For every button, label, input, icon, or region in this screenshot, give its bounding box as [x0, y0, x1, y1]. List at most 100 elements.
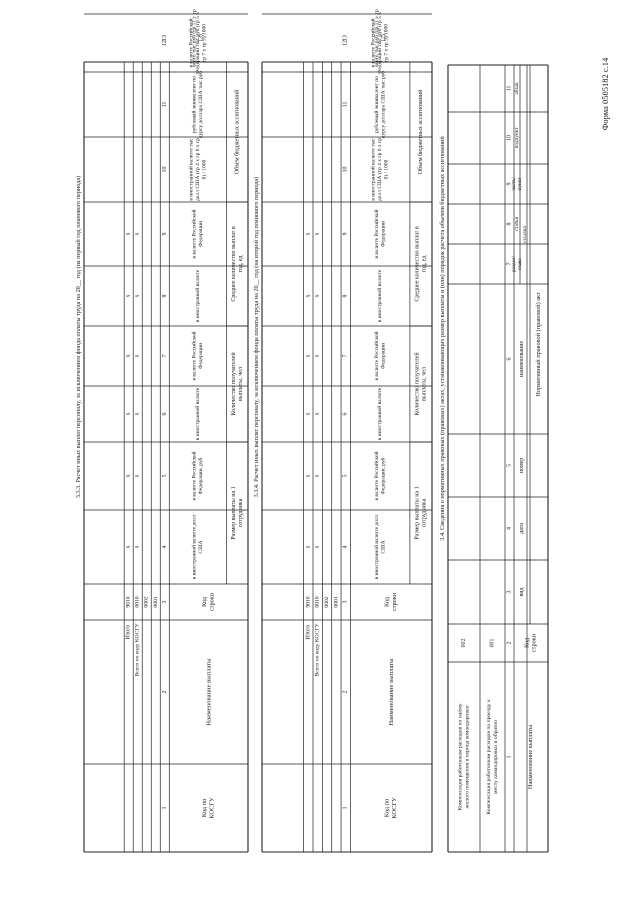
total-label: Итого	[126, 625, 132, 640]
column-number: 8	[507, 223, 513, 226]
column-number: 12	[162, 40, 168, 46]
col-name: Наименование выплаты	[527, 724, 534, 789]
table-34: 3.4. Сведения о нормативных правовых (пр…	[439, 64, 549, 853]
column-number: 10	[507, 135, 513, 141]
column-number: 6	[343, 413, 349, 416]
na-mark: x	[135, 355, 141, 358]
total-kosgu-label: Всего по коду КОСГУ	[135, 623, 141, 676]
column-number: 6	[507, 358, 513, 361]
subcol-c7: в валюте РоссийскойФедерации	[373, 331, 386, 380]
subcol-c13: всего тыс руб (гр 11 + гр12)	[373, 9, 386, 67]
grp-count: Количество получателейвыплаты, чел	[414, 352, 428, 416]
column-number: 2	[343, 691, 349, 694]
total-kosgu-code: 0010	[135, 596, 141, 607]
subcol-nomer: номер	[519, 458, 525, 474]
subcol-c8: в иностранной валюте	[194, 269, 201, 322]
column-number: 1	[507, 756, 513, 759]
column-number: 11	[343, 102, 349, 108]
subcol-c11: рублевый эквивалент покурсу доллара США …	[191, 71, 204, 138]
column-number: 4	[507, 527, 513, 530]
subcol-c10: в иностранной валюте тысдолл США (гр 4 х…	[188, 138, 208, 201]
na-mark: x	[306, 413, 312, 416]
na-mark: x	[135, 233, 141, 236]
col-name: Наименование выплаты	[388, 658, 395, 726]
subcol-c11: рублевый эквивалент покурсу доллара США …	[373, 71, 386, 138]
subcol-c5: в валюте РоссийскойФедерации, руб	[191, 451, 204, 500]
col-code: Кодстроки	[201, 592, 215, 611]
subcol-chast: часть/пункт	[511, 177, 523, 191]
column-number: 2	[162, 691, 168, 694]
section-heading: 3.3.3. Расчет иных выплат персоналу, за …	[75, 176, 82, 498]
subcol-c5: в валюте РоссийскойФедерации, руб	[373, 451, 386, 500]
total-code: 9010	[126, 596, 132, 607]
grp-volume: Объем бюджетных ассигнований	[417, 89, 424, 174]
grp-act: Нормативный правовой (правовой) акт	[535, 292, 542, 397]
column-number: 2	[507, 642, 513, 645]
column-number: 7	[507, 263, 513, 266]
row-name: Компенсация работникам расходов по проез…	[485, 699, 499, 815]
na-mark: x	[126, 295, 132, 298]
na-mark: x	[315, 546, 321, 549]
column-number: 6	[162, 413, 168, 416]
total-code: 9010	[306, 596, 312, 607]
na-mark: x	[126, 475, 132, 478]
na-mark: x	[306, 546, 312, 549]
column-number: 5	[507, 464, 513, 467]
row-code: 0001	[334, 596, 340, 607]
subcol-c6: в иностранной валюте	[376, 387, 383, 440]
na-mark: x	[306, 355, 312, 358]
na-mark: x	[315, 233, 321, 236]
na-mark: x	[306, 233, 312, 236]
row-name: Компенсация работникам расходов по найму…	[457, 703, 471, 810]
section-heading: 3.4. Сведения о нормативных правовых (пр…	[439, 136, 446, 541]
col-code: Кодстроки	[524, 633, 538, 652]
column-number: 13	[162, 35, 168, 41]
grp-size: Размер выплаты на 1сотрудника	[231, 486, 244, 539]
row-code: 001	[490, 639, 496, 648]
na-mark: x	[315, 295, 321, 298]
grp-volume: Объем бюджетных ассигнований	[234, 89, 241, 174]
subcol-c9: в валюте РоссийскойФедерации	[373, 209, 386, 258]
column-number: 11	[162, 102, 168, 108]
subcol-vid: вид	[519, 587, 525, 596]
column-number: 10	[162, 167, 168, 173]
column-number: 10	[343, 167, 349, 173]
section-heading: 3.3.4. Расчет иных выплат персоналу, за …	[253, 177, 260, 498]
subcol-podpunkt: подпункт	[514, 127, 520, 148]
subcol-c13: всего тыс руб (гр 11 + гр13)	[191, 9, 204, 67]
na-mark: x	[306, 475, 312, 478]
form-code: Форма 0505182 с.14	[600, 57, 610, 130]
subcol-data: дата	[519, 523, 525, 534]
row-code: 0001	[153, 596, 159, 607]
row-code: 002	[461, 639, 467, 648]
na-mark: x	[306, 295, 312, 298]
na-mark: x	[126, 233, 132, 236]
column-number: 3	[343, 601, 349, 604]
column-number: 3	[507, 591, 513, 594]
subcol-c9: в валюте РоссийскойФедерации	[191, 209, 204, 258]
column-number: 7	[343, 355, 349, 358]
column-number: 1	[162, 807, 168, 810]
subcol-abzac: абзац	[513, 82, 520, 94]
na-mark: x	[315, 355, 321, 358]
grp-avg: Среднее количество выплат вгод, ед	[415, 226, 428, 302]
na-mark: x	[135, 475, 141, 478]
column-number: 1	[343, 807, 349, 810]
grp-avg: Среднее количество выплат вгод, ед	[231, 226, 244, 302]
na-mark: x	[135, 546, 141, 549]
column-number: 9	[507, 183, 513, 186]
col-kosgu: Код поКОСГУ	[201, 797, 216, 819]
column-number: 9	[343, 233, 349, 236]
column-number: 3	[162, 601, 168, 604]
grp-ref: ссылка	[522, 226, 528, 243]
subcol-c12: в валюте РоссийскойФедерации тыс руб (гр…	[370, 12, 390, 74]
subcol-c10: в иностранной валюте тысдолл США (гр 4 х…	[370, 138, 390, 201]
total-label: Итого	[306, 625, 312, 640]
na-mark: x	[126, 355, 132, 358]
grp-count: Количество получателейвыплаты, чел	[230, 352, 244, 416]
grp-size: Размер выплаты на 1сотрудника	[415, 486, 428, 539]
subcol-statya: статья	[514, 216, 520, 230]
